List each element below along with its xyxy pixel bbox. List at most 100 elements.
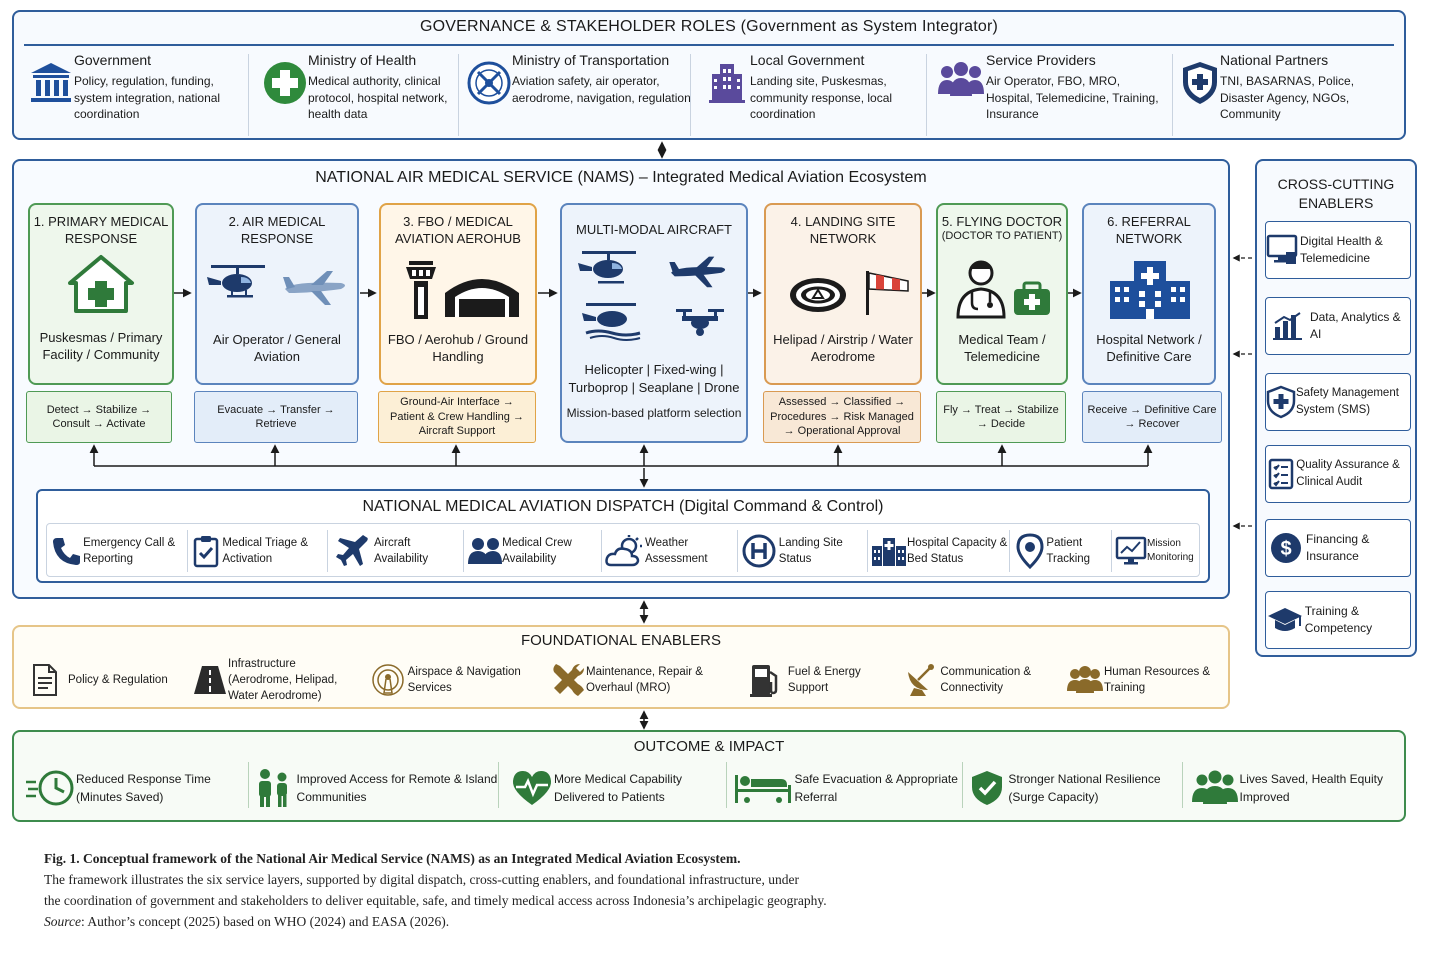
- caption-line: The framework illustrates the six servic…: [44, 872, 800, 887]
- dispatch-item-mission-monitoring: Mission Monitoring: [1115, 524, 1207, 578]
- outcome-separator: [498, 762, 499, 808]
- foundational-item-infrastructure: Infrastructure (Aerodrome, Helipad, Wate…: [192, 655, 360, 705]
- layer-label: Helipad / Airstrip / Water Aerodrome: [773, 332, 913, 364]
- nams-title: NATIONAL AIR MEDICAL SERVICE (NAMS) – In…: [315, 169, 927, 186]
- hospital-building-icon: [1106, 259, 1194, 326]
- dispatch-separator: [187, 530, 188, 572]
- dispatch-panel: NATIONAL MEDICAL AVIATION DISPATCH (Digi…: [36, 489, 1210, 583]
- airplane-icon: [281, 267, 351, 312]
- dispatch-item-medical-crew: Medical Crew Availability: [467, 524, 603, 578]
- gov-separator: [926, 54, 927, 136]
- fuel-icon: [742, 662, 788, 698]
- layer-label: Puskesmas / Primary Facility / Community: [39, 330, 163, 362]
- layer-fbo-aerohub: 3. FBO / MEDICAL AVIATION AEROHUB FBO / …: [379, 203, 537, 385]
- group-icon: [1190, 770, 1240, 806]
- helipad-icon: [788, 275, 848, 320]
- dispatch-separator: [463, 530, 464, 572]
- dispatch-separator: [1009, 530, 1010, 572]
- bar-chart-icon: [1266, 311, 1310, 341]
- outcome-separator: [1182, 762, 1183, 808]
- layer-title: 1. PRIMARY MEDICAL RESPONSE: [33, 214, 169, 246]
- people-icon: [1066, 665, 1104, 695]
- cc-item-financing: $ Financing & Insurance: [1265, 519, 1411, 577]
- government-building-icon: [28, 52, 74, 136]
- shield-check-icon: [966, 769, 1008, 807]
- svg-text:$: $: [1280, 538, 1291, 560]
- weather-icon: [605, 535, 645, 567]
- family-icon: [252, 768, 297, 808]
- document-icon: [22, 663, 68, 697]
- crew-icon: [467, 537, 502, 565]
- layer-air-medical-response: 2. AIR MEDICAL RESPONSE Air Operator / G…: [195, 203, 359, 385]
- hangar-icon: [443, 271, 521, 324]
- gov-separator: [1172, 54, 1173, 136]
- dollar-icon: $: [1266, 532, 1306, 564]
- seaplane-icon: [578, 301, 648, 346]
- governance-divider: [24, 44, 1394, 46]
- layer-flow-fbo: Ground-Air Interface → Patient & Crew Ha…: [378, 391, 536, 443]
- outcome-item-improved-access: Improved Access for Remote & Island Comm…: [252, 762, 500, 814]
- governance-panel: GOVERNANCE & STAKEHOLDER ROLES (Governme…: [12, 10, 1406, 140]
- outcome-separator: [248, 762, 249, 808]
- dispatch-separator: [327, 530, 328, 572]
- governance-title: GOVERNANCE & STAKEHOLDER ROLES (Governme…: [419, 18, 998, 35]
- layer-title: 2. AIR MEDICAL RESPONSE: [228, 214, 326, 246]
- foundational-item-human-resources: Human Resources & Training: [1066, 655, 1226, 705]
- foundational-item-mro: Maintenance, Repair & Overhaul (MRO): [550, 655, 740, 705]
- dispatch-item-patient-tracking: Patient Tracking: [1013, 524, 1109, 578]
- caption-line: the coordination of government and stake…: [44, 893, 827, 908]
- layer-landing-site-network: 4. LANDING SITE NETWORK Helipad / Airstr…: [764, 203, 922, 385]
- medical-bag-icon: [1012, 281, 1052, 322]
- dispatch-item-emergency-call: Emergency Call & Reporting: [51, 524, 189, 578]
- location-pin-icon: [1013, 533, 1046, 569]
- foundational-item-airspace: Airspace & Navigation Services: [368, 655, 546, 705]
- airplane-icon: [331, 534, 374, 568]
- checklist-icon: [1266, 457, 1296, 491]
- dispatch-separator: [867, 530, 868, 572]
- outcome-separator: [962, 762, 963, 808]
- outcome-item-national-resilience: Stronger National Resilience (Surge Capa…: [966, 762, 1182, 814]
- caption-title: Fig. 1. Conceptual framework of the Nati…: [44, 851, 741, 866]
- layer-flow-landing: Assessed → Classified → Procedures → Ris…: [763, 391, 921, 443]
- cc-item-digital-health: Digital Health & Telemedicine: [1265, 221, 1411, 279]
- dispatch-item-aircraft: Aircraft Availability: [331, 524, 465, 578]
- dispatch-items: Emergency Call & Reporting Medical Triag…: [46, 523, 1200, 577]
- helipad-icon: [739, 534, 779, 568]
- layer-label: Hospital Network / Definitive Care: [1096, 332, 1202, 364]
- windsock-icon: [862, 267, 912, 322]
- dispatch-title: NATIONAL MEDICAL AVIATION DISPATCH (Digi…: [362, 498, 884, 515]
- outcome-item-response-time: Reduced Response Time (Minutes Saved): [24, 762, 248, 814]
- dispatch-item-weather: Weather Assessment: [605, 524, 739, 578]
- stretcher-icon: [732, 771, 794, 805]
- outcome-impact-panel: OUTCOME & IMPACT Reduced Response Time (…: [12, 730, 1406, 822]
- dispatch-separator: [1111, 530, 1112, 572]
- road-icon: [192, 664, 228, 696]
- people-group-icon: [936, 52, 986, 136]
- cc-item-data-analytics: Data, Analytics & AI: [1265, 297, 1411, 355]
- house-medical-icon: [66, 253, 136, 320]
- layer-title: 6. REFERRAL NETWORK: [1107, 214, 1191, 246]
- layer-label: Medical Team / Telemedicine: [958, 332, 1046, 364]
- gov-separator: [690, 54, 691, 136]
- aviation-emblem-icon: [466, 52, 512, 136]
- layer-flying-doctor: 5. FLYING DOCTOR (DOCTOR TO PATIENT) Med…: [936, 203, 1068, 385]
- layer-subtitle: (DOCTOR TO PATIENT): [941, 230, 1063, 242]
- layer-referral-network: 6. REFERRAL NETWORK Hospital Network / D…: [1082, 203, 1216, 385]
- aircraft-title: MULTI-MODAL AIRCRAFT: [575, 222, 732, 237]
- shield-icon: [1266, 385, 1296, 419]
- outcome-item-safe-evacuation: Safe Evacuation & Appropriate Referral: [732, 762, 958, 814]
- aircraft-types: Helicopter | Fixed-wing | Turboprop | Se…: [568, 362, 740, 395]
- nams-ecosystem-panel: NATIONAL AIR MEDICAL SERVICE (NAMS) – In…: [12, 159, 1230, 599]
- outcome-separator: [726, 762, 727, 808]
- gov-separator: [248, 54, 249, 136]
- dispatch-separator: [601, 530, 602, 572]
- cc-item-quality-assurance: Quality Assurance & Clinical Audit: [1265, 445, 1411, 503]
- doctor-icon: [954, 259, 1008, 324]
- monitor-icon: [1115, 536, 1147, 566]
- layer-flow-air-medical: Evacuate → Transfer → Retrieve: [194, 391, 358, 443]
